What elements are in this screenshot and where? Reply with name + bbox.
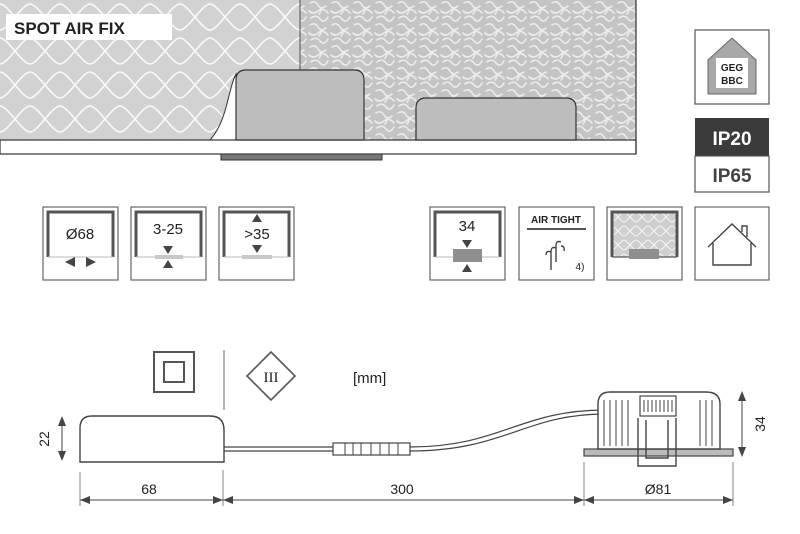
- cutout-diameter-value: Ø68: [66, 226, 94, 243]
- arrow-up-icon: [252, 214, 262, 222]
- installation-height-icon: 34: [429, 206, 506, 281]
- dimension-driver-height: 22: [36, 416, 66, 461]
- spot-luminaire: [583, 391, 734, 467]
- dimension-line-bottom: [79, 462, 734, 506]
- product-title: SPOT AIR FIX: [14, 19, 125, 38]
- air-tight-label: AIR TIGHT: [531, 215, 581, 226]
- protection-class-icon: III: [245, 350, 297, 402]
- ip-rating-active: IP20: [712, 129, 751, 150]
- air-tight-icon: AIR TIGHT 4): [518, 206, 595, 281]
- arrow-down-icon: [462, 240, 472, 248]
- arrow-down-icon: [252, 245, 262, 253]
- spring-bracket: [637, 418, 677, 467]
- connection-cable: [224, 409, 606, 456]
- spot-height-value: 34: [752, 416, 768, 432]
- driver-length-value: 68: [141, 481, 157, 497]
- class-ii-icon: [153, 351, 195, 393]
- cable-length-value: 300: [390, 481, 414, 497]
- indoor-use-icon: [694, 206, 770, 281]
- cutout-thickness-icon: 3-25: [130, 206, 207, 281]
- spring-clip: [639, 395, 677, 417]
- house-icon: [707, 223, 757, 266]
- air-tight-note: 4): [576, 262, 585, 273]
- cutout-depth-icon: >35: [218, 206, 295, 281]
- cutout-thickness-value: 3-25: [153, 221, 183, 238]
- housing-left: [235, 69, 365, 141]
- spot-diameter-value: Ø81: [645, 481, 672, 497]
- cutout-depth-value: >35: [244, 226, 269, 243]
- driver-box: [79, 415, 225, 463]
- protection-class-symbol: III: [264, 370, 279, 386]
- energy-label-line2: BBC: [721, 76, 743, 87]
- insulation-cut: [208, 72, 237, 141]
- arrow-down-icon: [163, 246, 173, 254]
- arrow-left-icon: [65, 257, 75, 267]
- arrow-up-icon: [163, 260, 173, 268]
- energy-label-line1: GEG: [721, 63, 743, 74]
- ip-rating-option: IP65: [712, 166, 752, 187]
- housing-right: [415, 97, 577, 141]
- driver-height-value: 22: [36, 431, 52, 447]
- dimension-spot-height: 34: [738, 391, 768, 457]
- arrow-up-icon: [462, 264, 472, 272]
- airflow-icon: [545, 240, 565, 270]
- ip-rating-box: IP20 IP65: [694, 118, 770, 193]
- installation-height-value: 34: [459, 218, 476, 235]
- energy-label: GEG BBC: [694, 29, 770, 105]
- units-label: [mm]: [353, 370, 386, 387]
- section-title-bg: [6, 14, 172, 40]
- cutout-diameter-icon: Ø68: [42, 206, 119, 281]
- ceiling-board: [0, 139, 637, 155]
- housing-left-flange: [220, 153, 383, 161]
- insulation-cover-icon: [606, 206, 683, 281]
- arrow-right-icon: [86, 257, 96, 267]
